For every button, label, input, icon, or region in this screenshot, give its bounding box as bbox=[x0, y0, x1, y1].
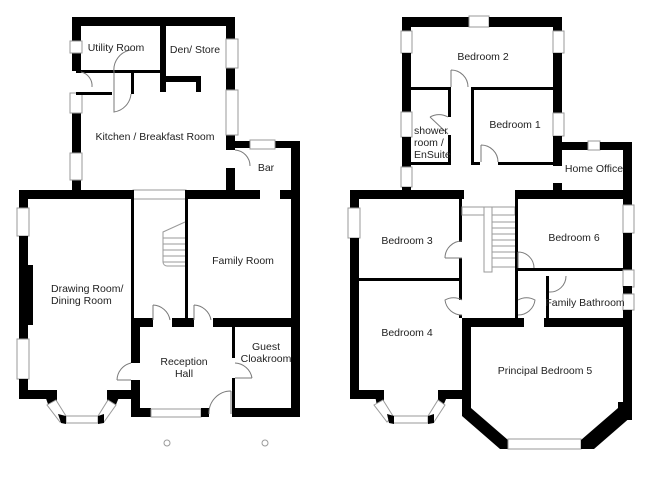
room-label-bar: Bar bbox=[258, 162, 275, 174]
room-label-bedroom2: Bedroom 2 bbox=[457, 51, 509, 63]
ground-floor: Utility Room Den/ Store Kitchen / Breakf… bbox=[16, 17, 300, 447]
room-label-shower-line2: room / bbox=[414, 137, 444, 149]
room-label-bedroom4: Bedroom 4 bbox=[381, 327, 433, 339]
room-label-shower-line3: EnSuite bbox=[414, 149, 451, 161]
room-label-bathroom: Family Bathroom bbox=[545, 297, 625, 309]
room-label-bedroom6: Bedroom 6 bbox=[548, 232, 600, 244]
room-label-utility: Utility Room bbox=[88, 42, 145, 54]
staircase bbox=[162, 221, 186, 267]
room-label-bedroom5: Principal Bedroom 5 bbox=[498, 365, 593, 377]
room-label-drawing-line2: Dining Room bbox=[51, 295, 112, 307]
room-label-bedroom1: Bedroom 1 bbox=[489, 119, 541, 131]
first-floor: Bedroom 2 Bedroom 1 shower room / EnSuit… bbox=[347, 15, 635, 450]
room-label-family: Family Room bbox=[212, 255, 274, 267]
room-label-reception-line1: Reception bbox=[160, 356, 207, 368]
room-label-drawing-line1: Drawing Room/ bbox=[51, 283, 123, 295]
room-label-kitchen: Kitchen / Breakfast Room bbox=[95, 131, 214, 143]
room-label-bedroom3: Bedroom 3 bbox=[381, 235, 433, 247]
room-label-reception-line2: Hall bbox=[175, 368, 193, 380]
room-label-den: Den/ Store bbox=[170, 44, 220, 56]
staircase-upper bbox=[461, 206, 516, 273]
room-label-shower-line1: shower bbox=[414, 125, 448, 137]
room-label-cloak-line2: Cloakroom bbox=[241, 353, 292, 365]
room-label-office: Home Office bbox=[565, 163, 623, 175]
room-label-cloak-line1: Guest bbox=[252, 341, 280, 353]
